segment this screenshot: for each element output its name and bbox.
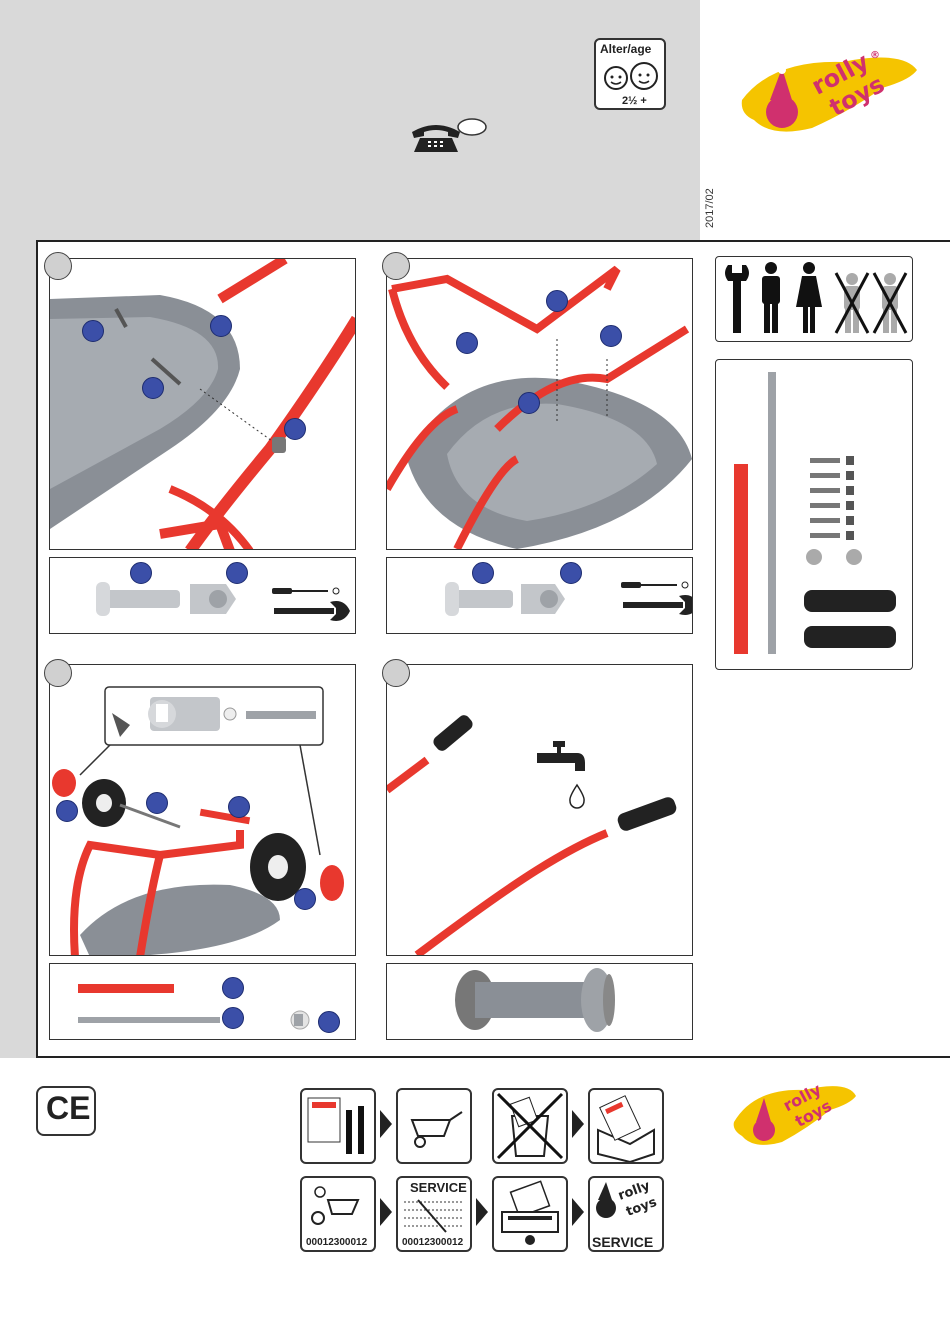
part-marker [560, 562, 582, 584]
parts-code-card: 00012300012 [300, 1176, 376, 1252]
ce-mark-badge: CE [36, 1086, 96, 1136]
spanner-icon [621, 594, 693, 624]
step-1-parts-panel [49, 557, 356, 634]
water-drop-icon [567, 783, 587, 809]
step-3-panel [49, 664, 356, 956]
spanner-icon [272, 598, 356, 628]
part-code: 00012300012 [402, 1237, 463, 1248]
part-marker [222, 977, 244, 999]
part-marker [600, 325, 622, 347]
grip-detail-illustration [387, 964, 693, 1040]
part-marker [146, 792, 168, 814]
arrow-icon [380, 1198, 392, 1226]
part-marker [546, 290, 568, 312]
arrow-icon [572, 1110, 584, 1138]
part-marker [284, 418, 306, 440]
requirements-panel [715, 256, 913, 342]
part-marker [222, 1007, 244, 1029]
age-value: 2½ + [622, 95, 647, 107]
brand-service-title: SERVICE [592, 1234, 653, 1250]
manual-tools-card [300, 1088, 376, 1164]
child-crossed-icon [872, 271, 908, 337]
brand-registered: ® [870, 50, 880, 61]
assembled-card [396, 1088, 472, 1164]
parts-list-panel [715, 359, 913, 670]
step-1-marker [44, 252, 72, 280]
part-marker [472, 562, 494, 584]
step-4-marker [382, 659, 410, 687]
grips-illustration [387, 665, 693, 956]
box-manual-icon [590, 1090, 662, 1162]
step-1-panel [49, 258, 356, 550]
parts-wheelbarrow-icon [302, 1178, 374, 1234]
part-marker [142, 377, 164, 399]
step-4-panel [386, 664, 693, 956]
part-marker [226, 562, 248, 584]
ce-mark: CE [46, 1090, 90, 1127]
form-lines-icon [398, 1196, 470, 1236]
step-3-marker [44, 659, 72, 687]
brand-service-card: rolly toys SERVICE [588, 1176, 664, 1252]
child-crossed-icon [834, 271, 870, 337]
part-marker [82, 320, 104, 342]
woman-icon [794, 261, 824, 335]
part-marker [56, 800, 78, 822]
service-form-title: SERVICE [410, 1180, 467, 1195]
part-marker [210, 315, 232, 337]
age-badge: Alter/age 2½ + [594, 38, 666, 110]
axle-parts-illustration [50, 964, 356, 1040]
manual-tools-icon [302, 1090, 374, 1162]
wheelbarrow-icon [398, 1090, 470, 1162]
revision-date: 2017/02 [704, 188, 716, 228]
mail-icon [494, 1178, 566, 1250]
keep-manual-card [588, 1088, 664, 1164]
step-4-parts-panel [386, 963, 693, 1040]
children-faces-icon [596, 56, 664, 96]
wheel-axle-illustration [50, 665, 356, 956]
part-marker [228, 796, 250, 818]
step-3-parts-panel [49, 963, 356, 1040]
part-marker [318, 1011, 340, 1033]
step-2-marker [382, 252, 410, 280]
brand-logo-footer: rolly toys [728, 1072, 858, 1152]
part-marker [456, 332, 478, 354]
part-code: 00012300012 [306, 1237, 367, 1248]
man-icon [756, 261, 786, 335]
service-form-card: SERVICE 00012300012 [396, 1176, 472, 1252]
bin-crossed-icon [494, 1090, 566, 1162]
phone-icon [408, 118, 488, 158]
dispose-packaging-card [492, 1088, 568, 1164]
part-marker [130, 562, 152, 584]
arrow-icon [380, 1110, 392, 1138]
age-label: Alter/age [600, 42, 651, 56]
brand-logo: rolly toys ® [732, 40, 922, 140]
part-marker [294, 888, 316, 910]
arrow-icon [476, 1198, 488, 1226]
wheelbarrow-tray-illustration [50, 259, 356, 550]
parts-overview-illustration [716, 360, 913, 670]
brand-service-logo: rolly toys [590, 1178, 662, 1230]
wrench-icon [722, 263, 752, 335]
arrow-icon [572, 1198, 584, 1226]
handles-assembly-illustration [387, 259, 693, 550]
step-2-parts-panel [386, 557, 693, 634]
part-marker [518, 392, 540, 414]
mail-card [492, 1176, 568, 1252]
